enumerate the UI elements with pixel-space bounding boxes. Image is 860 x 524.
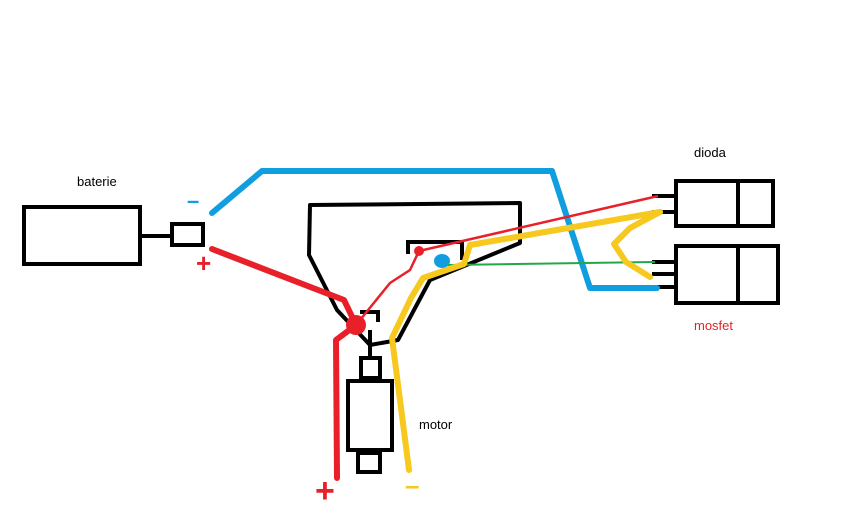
junction-red-small bbox=[414, 246, 424, 256]
frame-outline bbox=[307, 201, 522, 347]
wire-positive-thin bbox=[355, 194, 659, 326]
terminal-bracket bbox=[406, 240, 464, 260]
diode-label: dioda bbox=[694, 145, 726, 160]
mosfet-body bbox=[674, 244, 780, 305]
wire-motor-minus-loop bbox=[611, 209, 663, 280]
junction-red-main bbox=[346, 315, 366, 335]
battery-label: baterie bbox=[77, 174, 117, 189]
wire-gate bbox=[447, 261, 656, 266]
wire-negative bbox=[209, 168, 660, 291]
motor-cap bbox=[359, 356, 382, 380]
diode-body bbox=[674, 179, 775, 228]
motor-plus-symbol: + bbox=[315, 472, 335, 510]
mosfet-label: mosfet bbox=[694, 318, 734, 333]
motor-body bbox=[346, 379, 394, 452]
motor-minus-symbol: – bbox=[405, 470, 420, 500]
battery-minus-symbol: – bbox=[187, 188, 200, 213]
battery-connector bbox=[170, 222, 205, 247]
junction-blue bbox=[434, 254, 450, 268]
motor-foot bbox=[356, 451, 382, 474]
motor-label: motor bbox=[419, 417, 453, 432]
wire-motor-minus bbox=[389, 209, 663, 473]
battery-body bbox=[22, 205, 142, 266]
battery-plus-symbol: + bbox=[196, 248, 212, 278]
wire-positive-battery bbox=[209, 246, 359, 328]
